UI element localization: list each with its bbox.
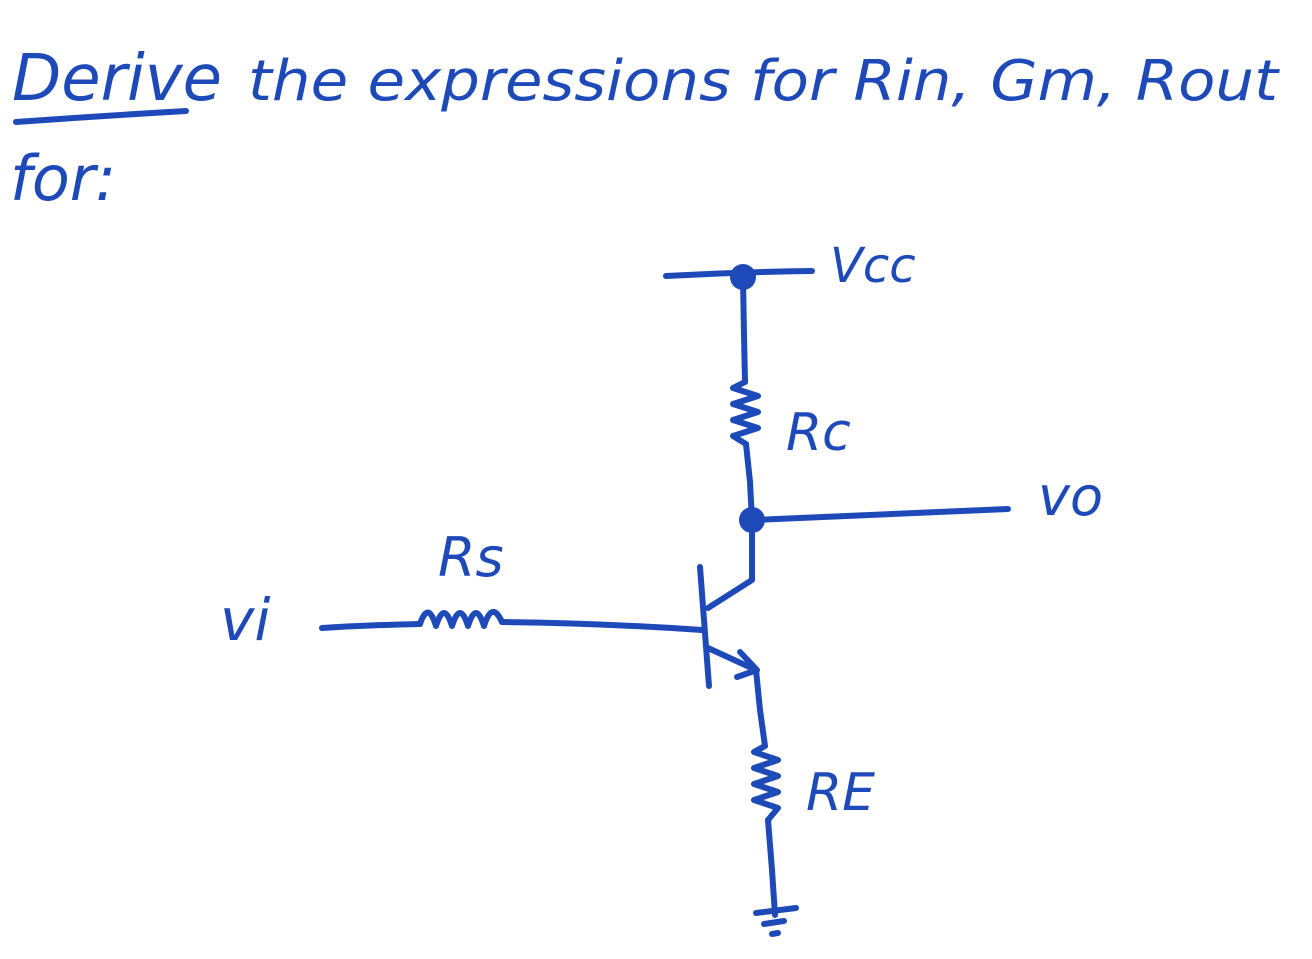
- input-label: vi: [220, 586, 270, 654]
- source-resistor: [417, 609, 505, 629]
- prompt-line1: the expressions for Rin, Gm, Rout: [248, 49, 1280, 114]
- prompt-keyword: Derive: [12, 42, 222, 116]
- output-label: vo: [1038, 465, 1103, 528]
- emitter-resistor-label: RE: [806, 763, 875, 823]
- output-wire: [749, 506, 1011, 523]
- ink-group: Derive the expressions for Rin, Gm, Rout…: [10, 42, 1280, 937]
- collector-resistor-label: Rc: [786, 403, 851, 463]
- collector-lead-wire: [705, 517, 755, 611]
- transistor-base-bar: [697, 564, 712, 689]
- wire-supply-to-rc: [740, 274, 748, 385]
- wire-re-to-ground: [765, 817, 778, 918]
- source-resistor-label: Rs: [438, 526, 504, 589]
- emitter-resistor: [751, 743, 781, 823]
- emitter-lead-wire: [705, 645, 759, 673]
- ground-icon: [753, 905, 799, 937]
- prompt-line2: for:: [10, 142, 116, 215]
- input-wire: [319, 621, 423, 631]
- wire-rs-to-base: [499, 619, 705, 633]
- wire-emitter-to-re: [753, 667, 768, 749]
- collector-resistor: [730, 379, 761, 447]
- supply-label: Vcc: [830, 238, 916, 294]
- prompt-keyword-underline: [13, 108, 189, 125]
